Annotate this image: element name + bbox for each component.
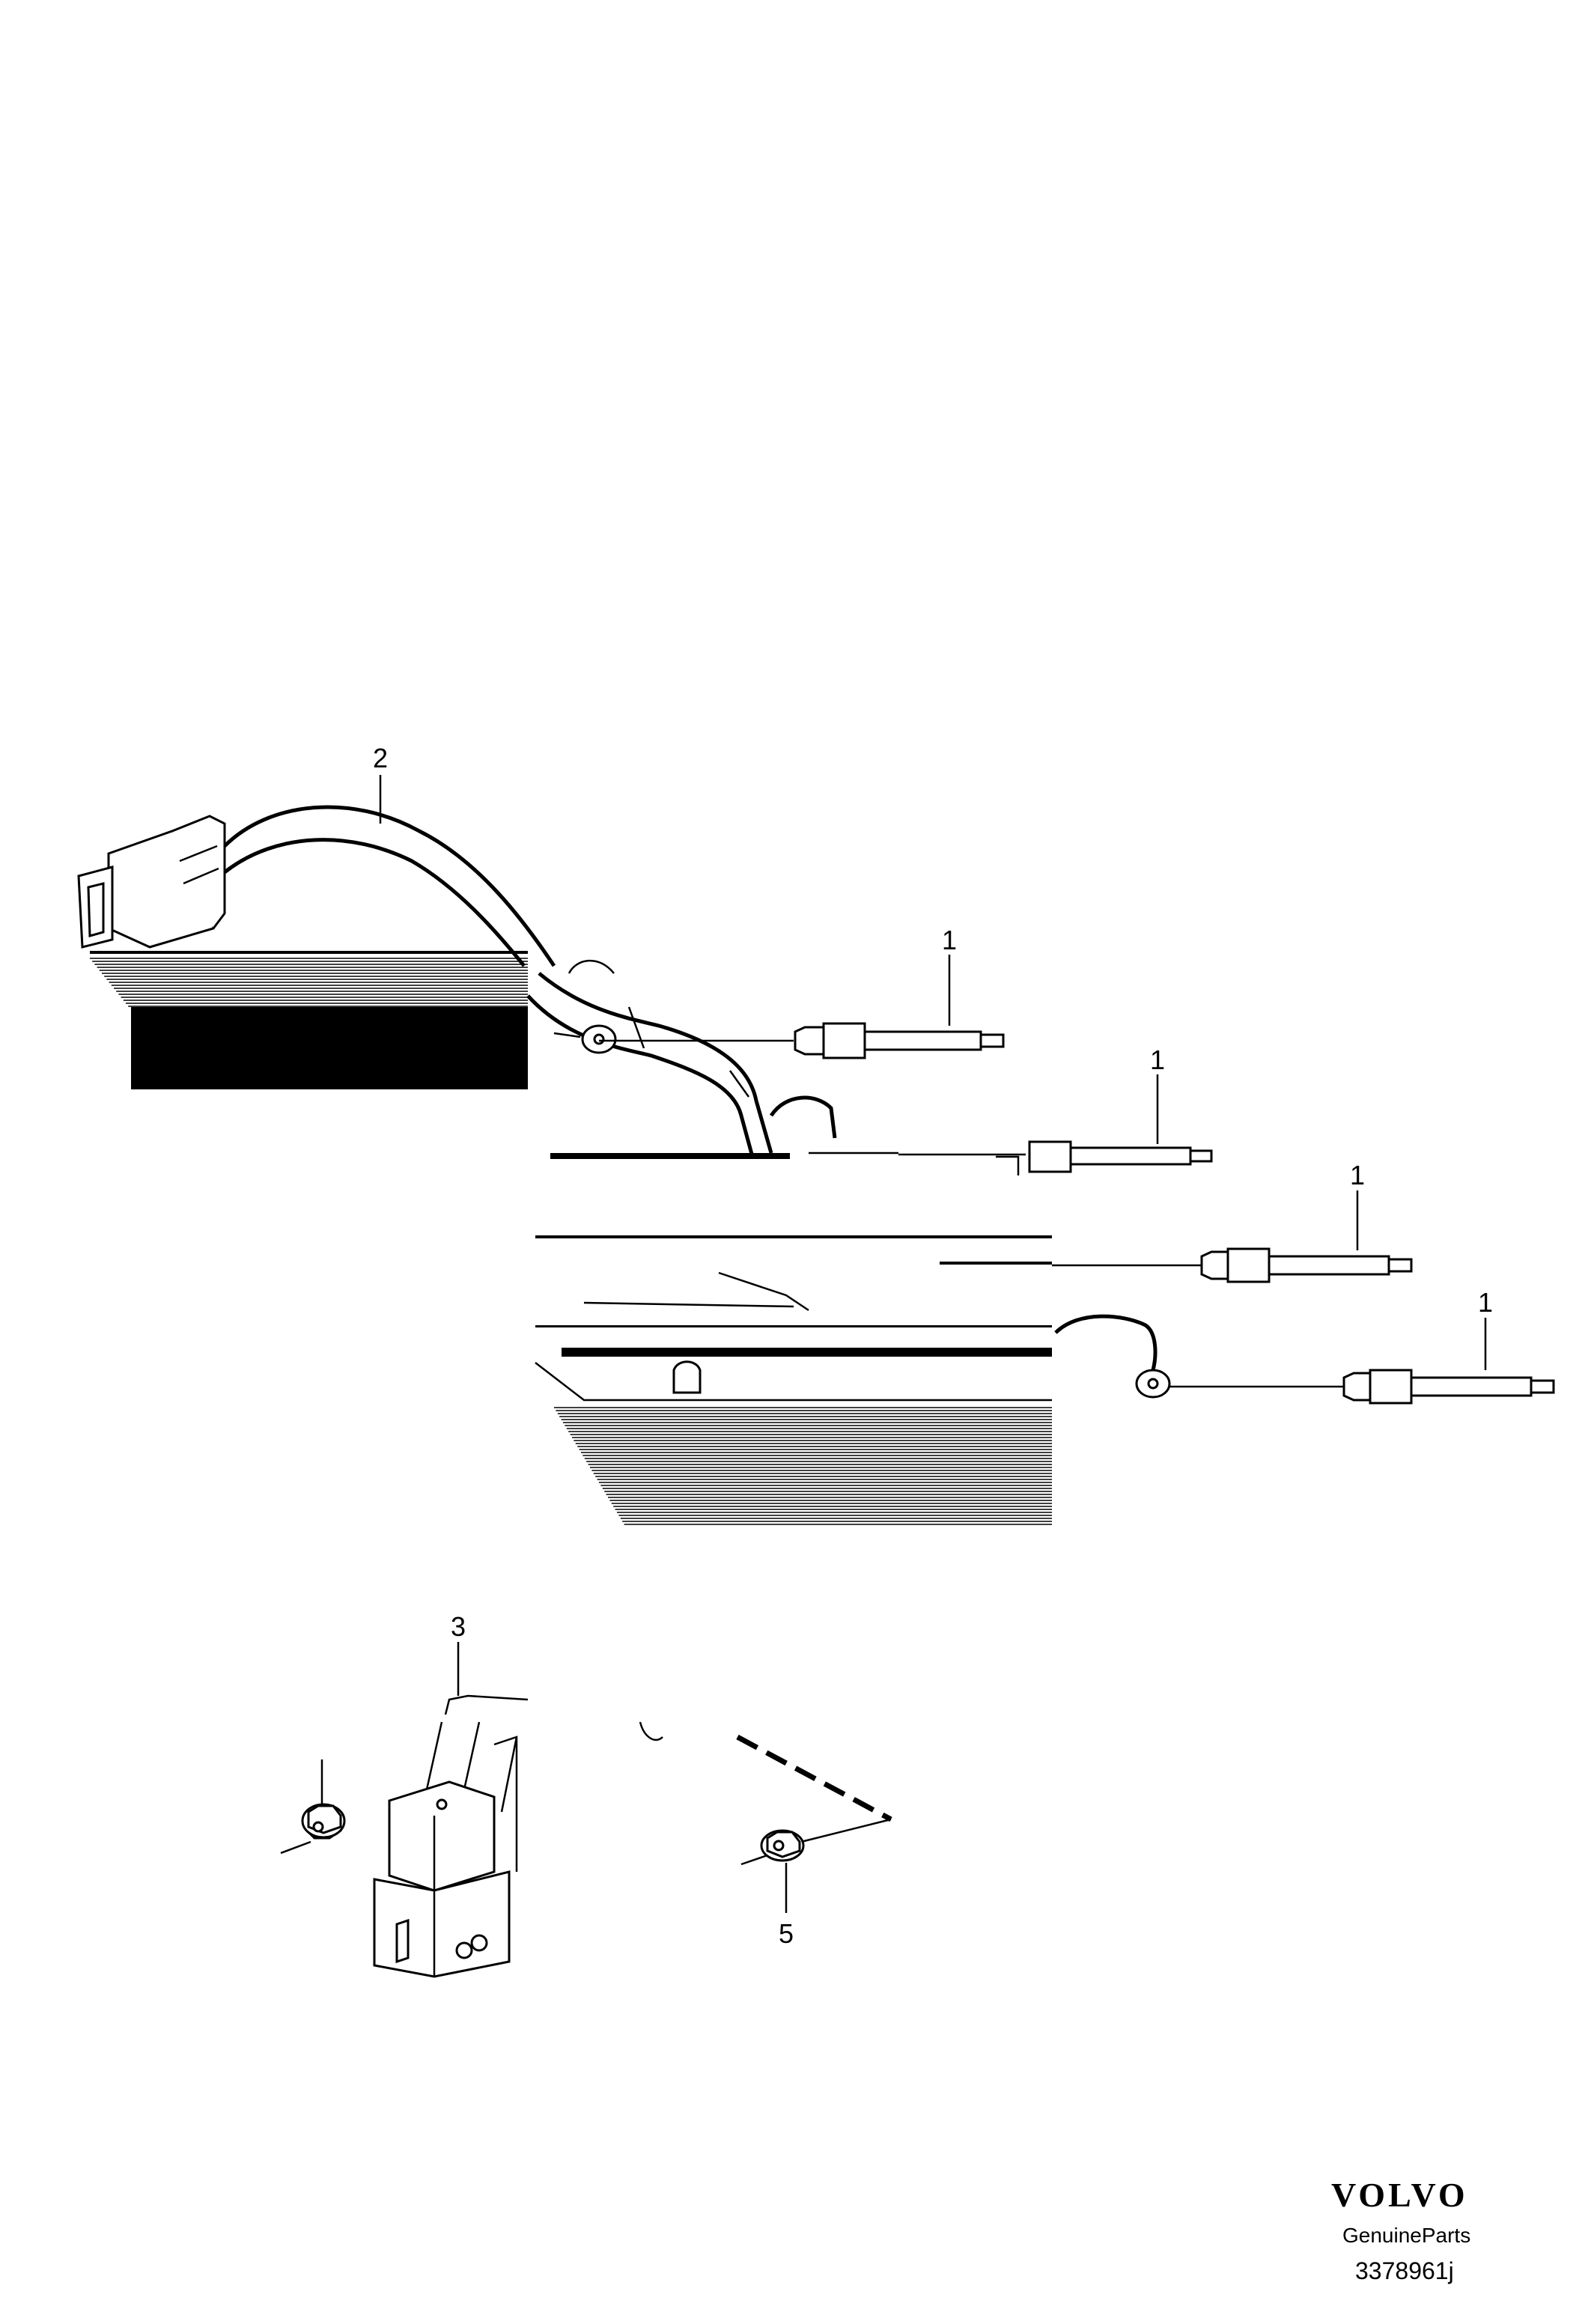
glow-plug-3 bbox=[1052, 1247, 1413, 1283]
engine-block-section bbox=[90, 951, 1052, 1525]
callout-glow-plug-1: 1 bbox=[942, 925, 957, 955]
callout-glow-plug-4: 1 bbox=[1478, 1287, 1493, 1318]
genuine-parts-label: GenuineParts bbox=[1342, 2224, 1471, 2247]
glow-plug-4 bbox=[1054, 1314, 1555, 1405]
diagram-reference: 3378961j bbox=[1355, 2257, 1454, 2284]
glow-plug-2 bbox=[898, 1140, 1213, 1173]
callout-relay: 3 bbox=[451, 1611, 466, 1642]
wiring-harness bbox=[77, 805, 898, 1158]
callout-glow-plug-2: 1 bbox=[1150, 1044, 1165, 1075]
glow-plug-relay bbox=[373, 1694, 529, 1978]
callout-harness: 2 bbox=[373, 743, 388, 773]
glow-plug-1 bbox=[599, 1022, 1005, 1059]
callout-glow-plug-3: 1 bbox=[1350, 1160, 1365, 1190]
flange-nut-5 bbox=[639, 1721, 892, 1913]
callout-leaders bbox=[379, 775, 1487, 1370]
flange-nut-left bbox=[280, 1759, 346, 1855]
volvo-logo: VOLVO bbox=[1331, 2176, 1468, 2214]
callout-nut: 5 bbox=[779, 1918, 794, 1949]
